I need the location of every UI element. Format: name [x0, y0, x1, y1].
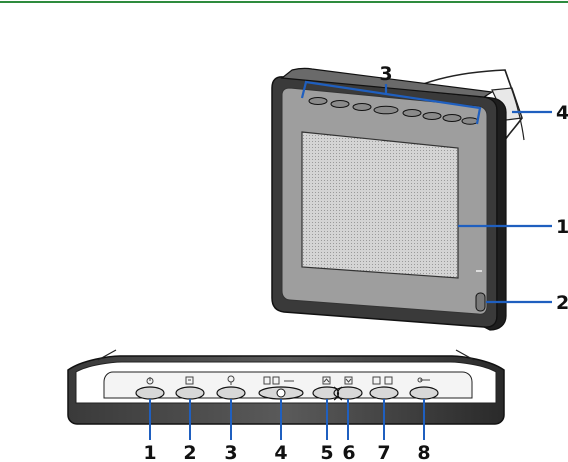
device-top-edge-view: 1 2 3 4 5 6 7 8	[68, 350, 504, 462]
callout-edge-8: 8	[417, 442, 430, 462]
callout-edge-7: 7	[377, 442, 390, 462]
callout-edge-3: 3	[224, 442, 237, 462]
edge-button-7	[370, 387, 398, 399]
callout-edge-4: 4	[274, 442, 287, 462]
edge-button-8	[410, 387, 438, 399]
callout-3d-3: 3	[379, 63, 392, 85]
callout-3d-2: 2	[556, 292, 568, 314]
callout-edge-6: 6	[342, 442, 355, 462]
callout-3d-1: 1	[556, 216, 568, 238]
edge-button-2	[176, 387, 204, 399]
side-button	[476, 293, 485, 311]
edge-button-1	[136, 387, 164, 399]
device-screen	[302, 132, 458, 278]
callout-3d-4: 4	[556, 102, 568, 124]
device-3d-view: 3 4 1 2	[272, 63, 568, 330]
callout-edge-1: 1	[143, 442, 156, 462]
callout-edge-5: 5	[320, 442, 333, 462]
callout-edge-2: 2	[183, 442, 196, 462]
edge-button-3	[217, 387, 245, 399]
